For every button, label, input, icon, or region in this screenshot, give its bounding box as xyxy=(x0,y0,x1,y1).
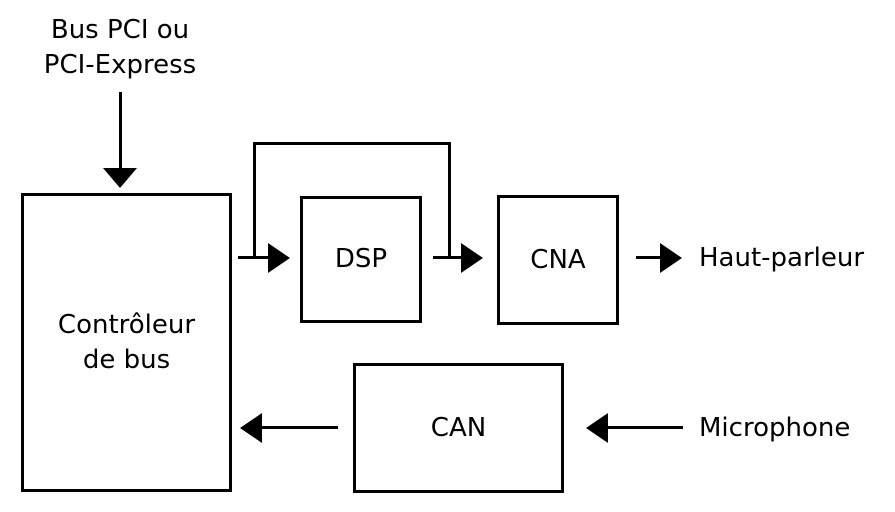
arrowhead-left-into-controller xyxy=(240,413,262,443)
connector-dsp-to-cna xyxy=(433,256,461,259)
block-dsp-label: DSP xyxy=(334,244,388,274)
bus-pci-label-line1: Bus PCI ou xyxy=(50,15,190,45)
arrowhead-right-into-cna xyxy=(461,243,483,273)
block-cna-label: CNA xyxy=(530,244,586,275)
bypass-loop-left-segment xyxy=(253,142,256,259)
arrowhead-right-into-speaker xyxy=(660,243,682,273)
arrowhead-left-into-can xyxy=(586,413,608,443)
speaker-label: Haut-parleur xyxy=(699,243,865,273)
microphone-label: Microphone xyxy=(699,413,851,443)
arrowhead-right-into-dsp xyxy=(268,243,290,273)
block-can-label: CAN xyxy=(430,412,487,443)
block-dsp: DSP xyxy=(300,196,422,323)
bypass-loop-right-segment xyxy=(448,142,451,259)
block-controller-label-line1: Contrôleur xyxy=(57,309,196,340)
connector-bus-to-controller xyxy=(119,92,122,170)
connector-cna-to-speaker xyxy=(636,256,660,259)
bypass-loop-top-segment xyxy=(253,142,451,145)
connector-microphone-to-can xyxy=(608,426,683,429)
bus-pci-label-line2: PCI-Express xyxy=(43,50,197,80)
bus-pci-label: Bus PCI ou PCI-Express xyxy=(20,13,220,83)
arrowhead-down-into-controller xyxy=(103,168,137,188)
block-cna: CNA xyxy=(497,195,619,325)
block-controller-label-line2: de bus xyxy=(82,344,171,375)
connector-can-to-controller xyxy=(262,426,338,429)
block-can: CAN xyxy=(353,363,564,493)
block-controller: Contrôleur de bus xyxy=(21,193,232,492)
